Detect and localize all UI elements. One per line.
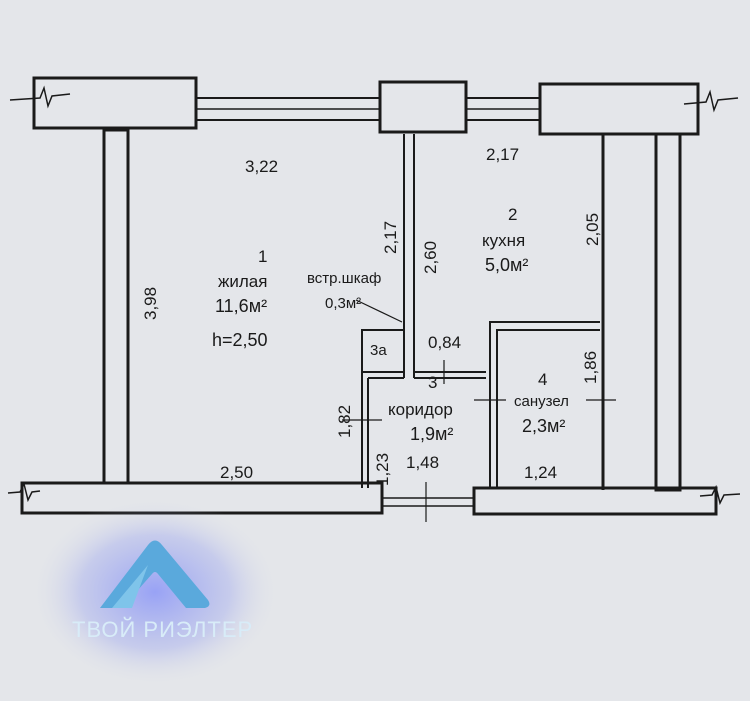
dim-corridor-left-lower: 1,23 — [373, 453, 392, 486]
dim-corridor-left: 1,82 — [335, 405, 354, 438]
dim-partition-2: 2,60 — [421, 241, 440, 274]
room-name: встр.шкаф — [307, 270, 381, 287]
room-area: 2,3м² — [522, 416, 565, 436]
room-number: 1 — [258, 247, 267, 266]
room-corridor: 3 коридор 1,9м² — [388, 373, 453, 444]
dim-living-width-top: 3,22 — [245, 157, 278, 176]
room-area: 1,9м² — [410, 424, 453, 444]
room-living: 1 жилая 11,6м² h=2,50 — [212, 247, 268, 350]
room-number: 3 — [428, 373, 437, 392]
room-bathroom: 4 санузел 2,3м² — [514, 370, 569, 436]
room-number: 4 — [538, 370, 547, 389]
dim-corridor-width: 1,48 — [406, 453, 439, 472]
break-lines — [7, 85, 741, 506]
dim-kitchen-depth: 2,05 — [583, 213, 602, 246]
dimension-labels: 3,22 2,50 3,98 2,17 2,60 2,17 2,05 0,84 … — [141, 145, 602, 486]
room-number: 3а — [370, 342, 387, 359]
room-number: 2 — [508, 205, 517, 224]
dim-bath-width: 1,24 — [524, 463, 557, 482]
room-name: кухня — [482, 231, 525, 250]
room-area: 0,3м² — [325, 295, 361, 312]
room-closet: встр.шкаф 0,3м² 3а — [307, 270, 387, 359]
dim-kitchen-width: 2,17 — [486, 145, 519, 164]
watermark: ТВОЙ РИЭЛТЕР — [30, 497, 280, 687]
dim-living-width-bottom: 2,50 — [220, 463, 253, 482]
dim-bath-depth: 1,86 — [581, 351, 600, 384]
dim-living-depth: 3,98 — [141, 287, 160, 320]
room-name: санузел — [514, 393, 569, 410]
room-name: коридор — [388, 400, 453, 419]
room-area: 5,0м² — [485, 255, 528, 275]
dim-corridor-niche: 0,84 — [428, 333, 461, 352]
dim-partition-1: 2,17 — [381, 221, 400, 254]
room-name: жилая — [218, 272, 267, 291]
room-height: h=2,50 — [212, 330, 268, 350]
house-logo-icon — [100, 540, 210, 608]
partitions — [361, 134, 600, 488]
room-area: 11,6м² — [215, 296, 267, 316]
watermark-text: ТВОЙ РИЭЛТЕР — [72, 617, 253, 642]
dimension-ticks — [342, 299, 616, 522]
room-kitchen: 2 кухня 5,0м² — [482, 205, 528, 275]
